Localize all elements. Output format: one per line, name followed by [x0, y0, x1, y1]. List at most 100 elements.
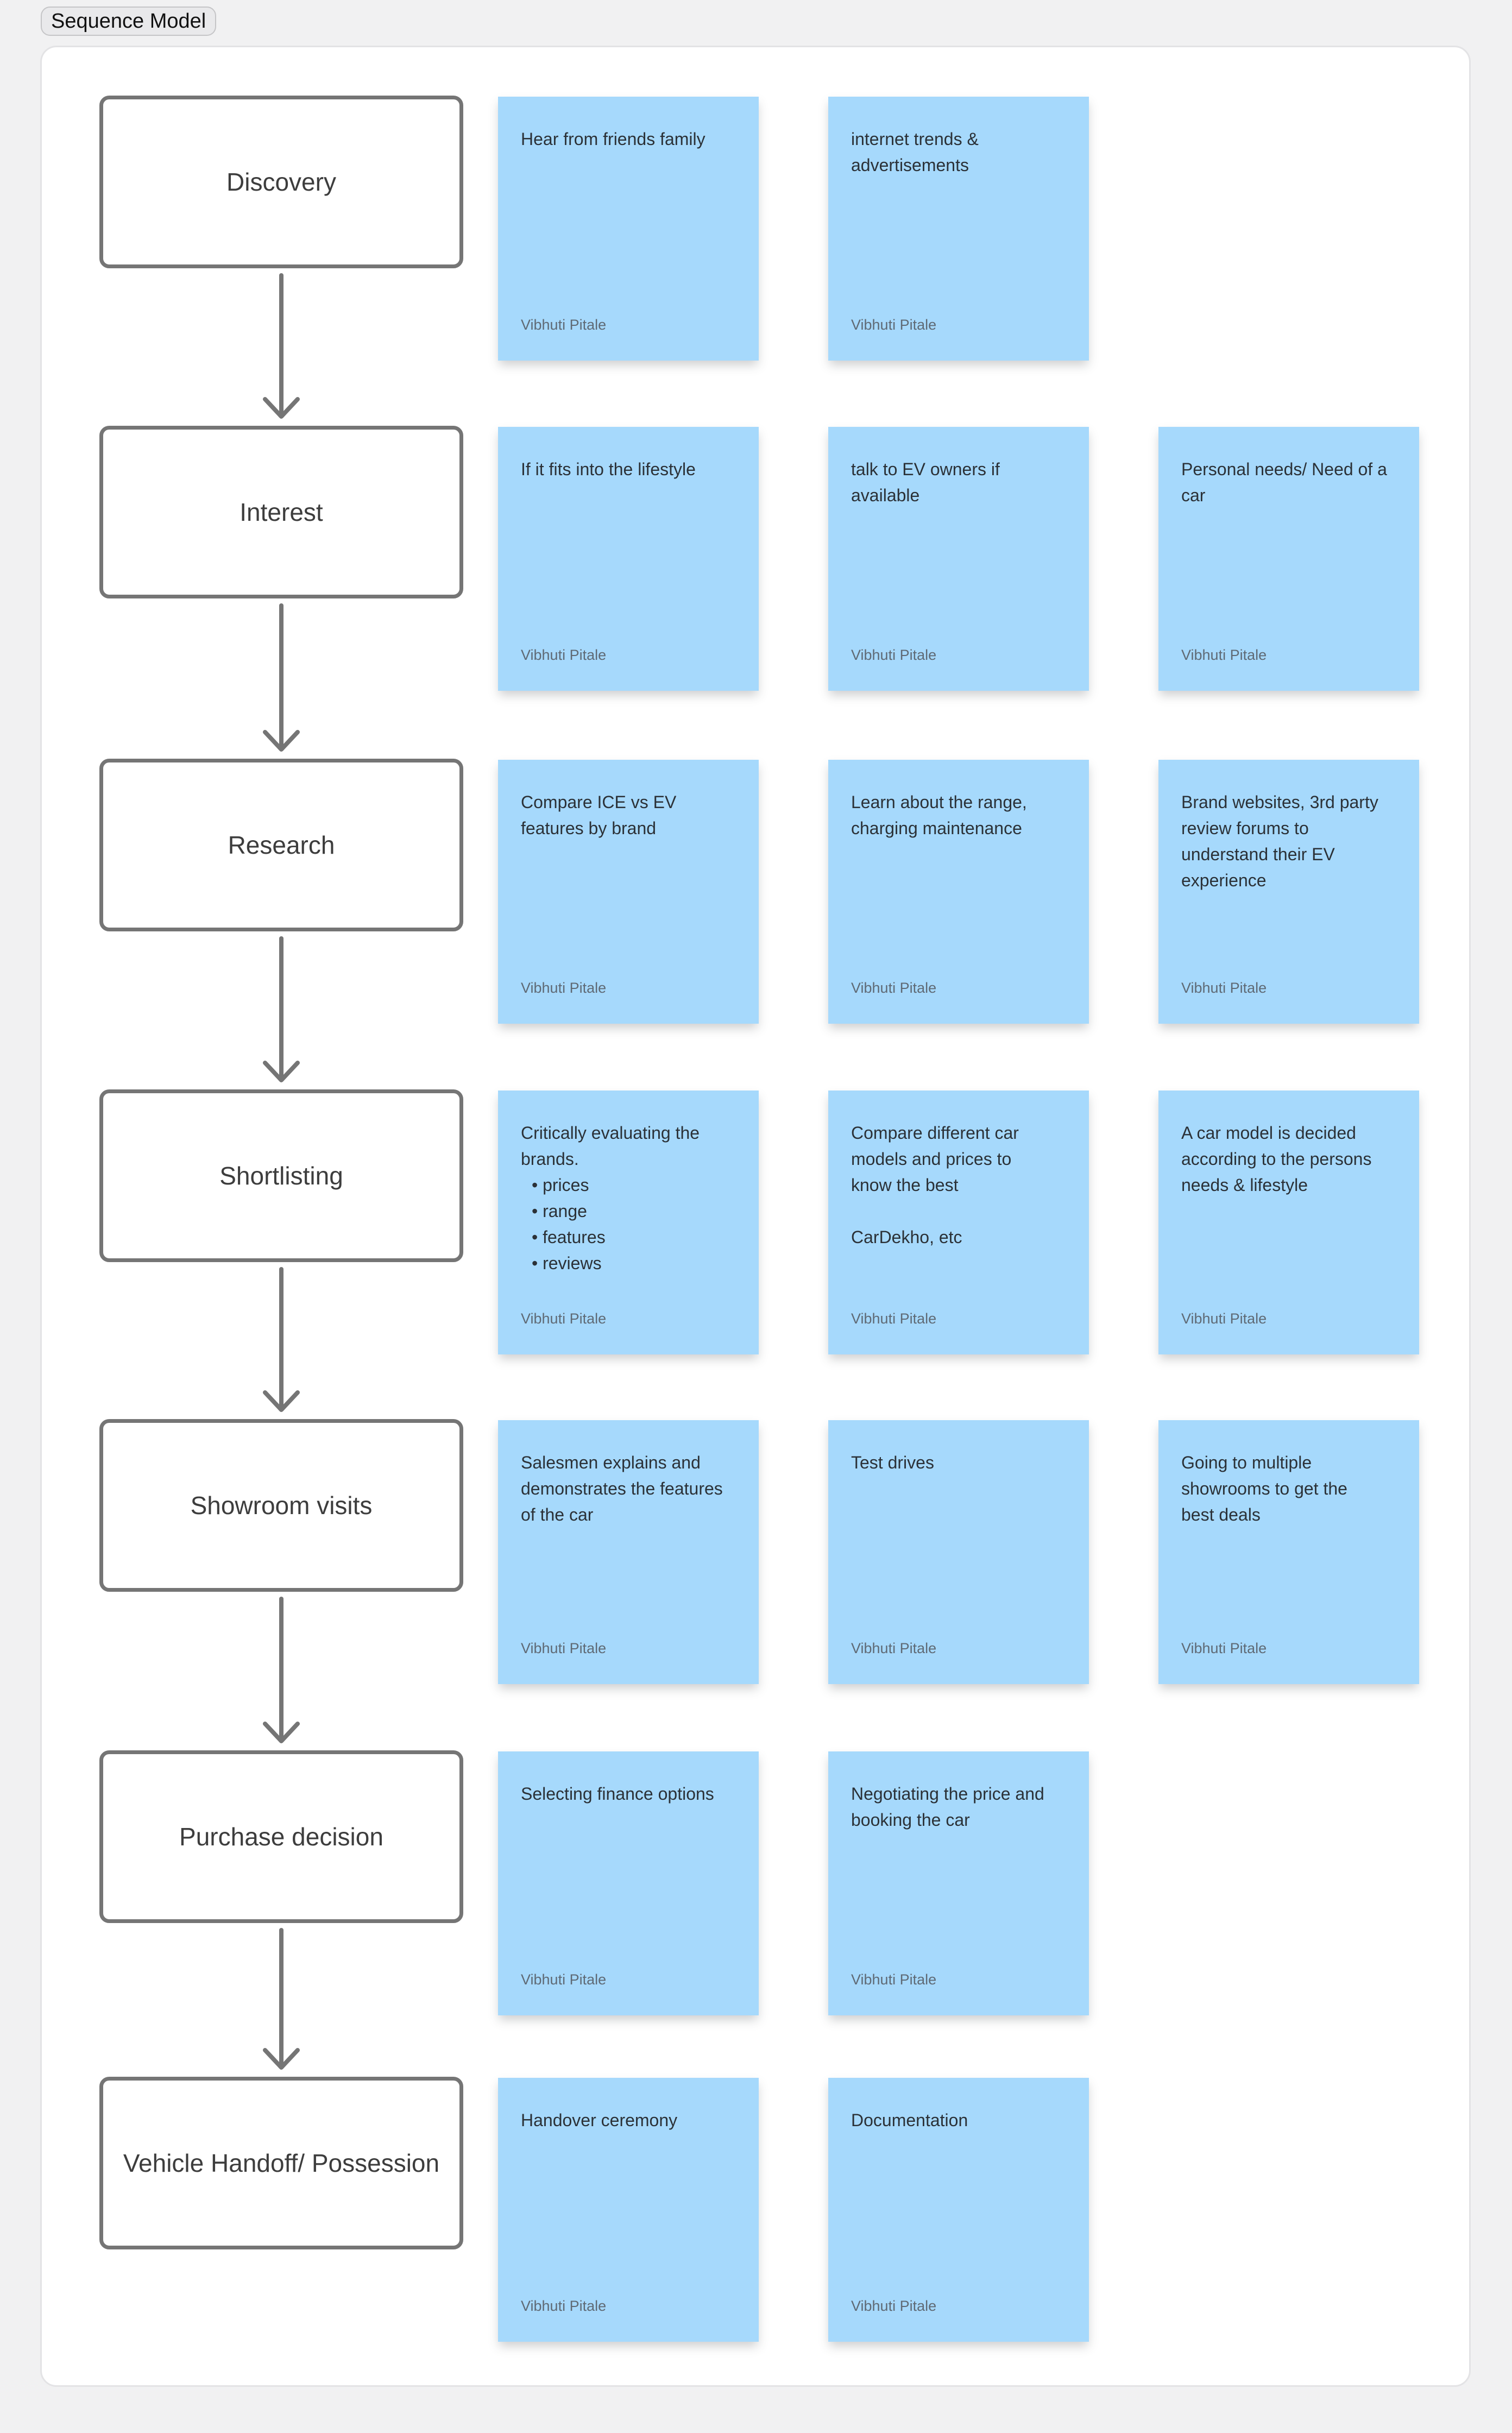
- sticky-text-line: available: [851, 486, 920, 505]
- stage-label-purchase-decision: Purchase decision: [179, 1823, 383, 1851]
- sticky-text-line: Brand websites, 3rd party: [1181, 792, 1378, 812]
- sticky-text-line: advertisements: [851, 155, 969, 175]
- flow-arrow-down[interactable]: [259, 936, 304, 1083]
- flow-arrow-down[interactable]: [259, 603, 304, 753]
- sticky-text-line: If it fits into the lifestyle: [521, 459, 696, 479]
- sticky-note-showroom-visits-1[interactable]: Salesmen explains and demonstrates the fe…: [498, 1420, 759, 1684]
- sticky-author-label: Vibhuti Pitale: [851, 1640, 937, 1656]
- sticky-note-text: Test drives: [851, 1449, 1073, 1476]
- sticky-author-label: Vibhuti Pitale: [521, 1310, 607, 1327]
- sticky-text-line: [851, 1198, 1073, 1224]
- sticky-text-line: Handover ceremony: [521, 2110, 678, 2130]
- sticky-text-line: experience: [1181, 871, 1267, 890]
- sticky-text-line: Personal needs/ Need of a: [1181, 459, 1387, 479]
- flow-arrow-part: [263, 1061, 300, 1082]
- flow-arrow-down[interactable]: [259, 1928, 304, 2071]
- sticky-note-research-3[interactable]: Brand websites, 3rd party review forums t…: [1158, 760, 1419, 1024]
- stage-box-interest[interactable]: Interest: [99, 426, 463, 598]
- sticky-note-text: Hear from friends family: [521, 126, 742, 152]
- sticky-author-label: Vibhuti Pitale: [521, 317, 607, 333]
- stage-label-vehicle-handoff-possession: Vehicle Handoff/ Possession: [123, 2149, 440, 2177]
- sticky-author-label: Vibhuti Pitale: [521, 647, 607, 663]
- sticky-author-label: Vibhuti Pitale: [851, 647, 937, 663]
- sticky-text-line: car: [1181, 486, 1206, 505]
- sticky-text-line: Learn about the range,: [851, 792, 1027, 812]
- sticky-text-line: booking the car: [851, 1810, 970, 1830]
- sticky-note-text: Handover ceremony: [521, 2107, 742, 2133]
- flow-arrow-part: [263, 397, 300, 419]
- sticky-author-label: Vibhuti Pitale: [1181, 647, 1267, 663]
- flow-arrow-part: [263, 1390, 300, 1412]
- sticky-text-line: Test drives: [851, 1453, 934, 1472]
- stage-box-showroom-visits[interactable]: Showroom visits: [99, 1419, 463, 1592]
- flow-arrow-part: [263, 2048, 300, 2070]
- sticky-author-label: Vibhuti Pitale: [1181, 1640, 1267, 1656]
- sticky-text-line: demonstrates the features: [521, 1479, 723, 1498]
- sticky-text-line: needs & lifestyle: [1181, 1175, 1308, 1195]
- sticky-text-line: A car model is decided: [1181, 1123, 1356, 1143]
- sticky-note-purchase-decision-2[interactable]: Negotiating the price and booking the car…: [828, 1751, 1089, 2015]
- sticky-author-label: Vibhuti Pitale: [521, 1640, 607, 1656]
- sticky-text-line: Negotiating the price and: [851, 1784, 1044, 1804]
- sticky-text-line: Compare ICE vs EV: [521, 792, 677, 812]
- stage-box-discovery[interactable]: Discovery: [99, 96, 463, 268]
- sticky-text-line: charging maintenance: [851, 818, 1022, 838]
- sticky-author-label: Vibhuti Pitale: [851, 317, 937, 333]
- flow-arrow-down[interactable]: [259, 1597, 304, 1744]
- sticky-text-line: Documentation: [851, 2110, 968, 2130]
- sticky-text-line: Hear from friends family: [521, 129, 705, 149]
- sticky-text-line: review forums to: [1181, 818, 1309, 838]
- sticky-note-text: Salesmen explains and demonstrates the fe…: [521, 1449, 742, 1528]
- sticky-note-text: Personal needs/ Need of a car: [1181, 456, 1403, 508]
- sticky-text-line: Critically evaluating the: [521, 1123, 700, 1143]
- sticky-author-label: Vibhuti Pitale: [851, 2298, 937, 2314]
- sticky-note-shortlisting-3[interactable]: A car model is decided according to the p…: [1158, 1091, 1419, 1354]
- sticky-note-text: internet trends &advertisements: [851, 126, 1073, 178]
- sticky-author-label: Vibhuti Pitale: [1181, 1310, 1267, 1327]
- flow-arrow-part: [263, 730, 300, 752]
- stage-box-purchase-decision[interactable]: Purchase decision: [99, 1750, 463, 1923]
- section-label[interactable]: Sequence Model: [41, 7, 217, 36]
- sticky-note-text: Documentation: [851, 2107, 1073, 2133]
- sticky-author-label: Vibhuti Pitale: [1181, 980, 1267, 996]
- sticky-text-line: according to the persons: [1181, 1149, 1372, 1169]
- stage-box-research[interactable]: Research: [99, 759, 463, 931]
- sticky-note-text: A car model is decided according to the p…: [1181, 1120, 1403, 1198]
- sticky-author-label: Vibhuti Pitale: [521, 2298, 607, 2314]
- flow-arrow-down[interactable]: [259, 1267, 304, 1413]
- sticky-author-label: Vibhuti Pitale: [521, 980, 607, 996]
- sticky-text-line: Salesmen explains and: [521, 1453, 701, 1472]
- sticky-text-line: showrooms to get the: [1181, 1479, 1347, 1498]
- sticky-text-line: understand their EV: [1181, 844, 1335, 864]
- sticky-text-line: • reviews: [532, 1253, 602, 1273]
- flow-arrow-down[interactable]: [259, 273, 304, 420]
- stage-box-vehicle-handoff-possession[interactable]: Vehicle Handoff/ Possession: [99, 2077, 463, 2249]
- sticky-text-line: talk to EV owners if: [851, 459, 1000, 479]
- stage-box-shortlisting[interactable]: Shortlisting: [99, 1089, 463, 1262]
- sticky-note-text: Brand websites, 3rd party review forums t…: [1181, 789, 1403, 893]
- sticky-note-research-2[interactable]: Learn about the range, charging maintenan…: [828, 760, 1089, 1024]
- sticky-note-text: Learn about the range, charging maintenan…: [851, 789, 1073, 841]
- sticky-author-label: Vibhuti Pitale: [851, 980, 937, 996]
- stage-label-discovery: Discovery: [226, 168, 336, 196]
- sticky-note-text: Negotiating the price and booking the car: [851, 1781, 1073, 1833]
- stage-label-showroom-visits: Showroom visits: [190, 1491, 373, 1520]
- sticky-text-line: brands.: [521, 1149, 579, 1169]
